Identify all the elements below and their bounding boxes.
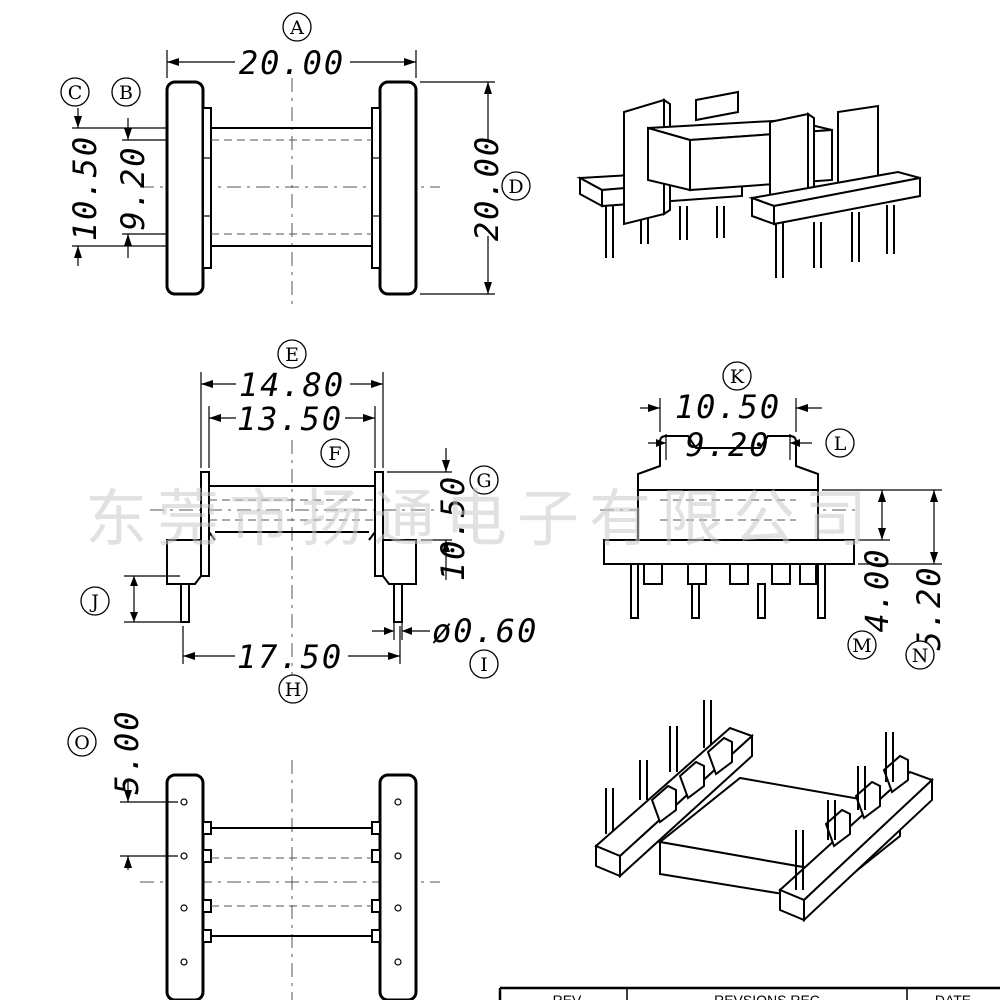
front-view: 14.80 E 13.50 F 10.50 G J (80, 339, 538, 704)
side-view: 10.50 K 9.20 L 4.00 M 5.20 N (600, 361, 948, 670)
bubble-b: B (119, 82, 133, 104)
bubble-j: J (89, 591, 99, 613)
company-watermark: 东莞市扬通电子有限公司 (85, 482, 877, 555)
isometric-view-top (576, 90, 921, 278)
top-view: 20.00 A 20.00 D 10.50 C 9.20 B (60, 12, 531, 310)
bubble-e: E (285, 344, 299, 366)
dim-n-value: 5.20 (910, 565, 948, 650)
dim-g-value: 10.50 (434, 475, 472, 581)
bubble-i: I (480, 654, 488, 676)
dim-b-value: 9.20 (114, 145, 152, 230)
bubble-n: N (912, 645, 929, 667)
dim-l-value: 9.20 (685, 426, 770, 464)
dim-f-value: 13.50 (237, 400, 343, 438)
title-block-revisions: REVSIONS REC (714, 992, 820, 1000)
bubble-a: A (289, 17, 304, 39)
bubble-l: L (834, 433, 847, 455)
bubble-g: G (476, 470, 491, 492)
bubble-m: M (852, 635, 871, 657)
dim-c-value: 10.50 (66, 135, 104, 241)
bubble-o: O (74, 732, 90, 754)
bubble-h: H (285, 679, 302, 701)
dim-a-value: 20.00 (239, 44, 345, 82)
dim-h-value: 17.50 (237, 638, 343, 676)
dim-k-value: 10.50 (675, 388, 781, 426)
isometric-view-bottom (594, 700, 934, 923)
bubble-k: K (730, 366, 745, 388)
dim-d-value: 20.00 (468, 135, 506, 241)
dim-o-value: 5.00 (108, 709, 146, 794)
title-block-rev: REV (553, 992, 582, 1000)
bottom-view: 5.00 O (67, 709, 440, 1000)
bubble-d: D (508, 176, 523, 198)
bubble-c: C (68, 82, 83, 104)
dim-m-value: 4.00 (858, 547, 896, 632)
title-block-date: DATE (935, 992, 971, 1000)
dim-e-value: 14.80 (239, 366, 345, 404)
bubble-f: F (328, 443, 341, 465)
title-block: REV REVSIONS REC DATE (498, 986, 1000, 1000)
dim-i-value: ø0.60 (432, 612, 538, 650)
